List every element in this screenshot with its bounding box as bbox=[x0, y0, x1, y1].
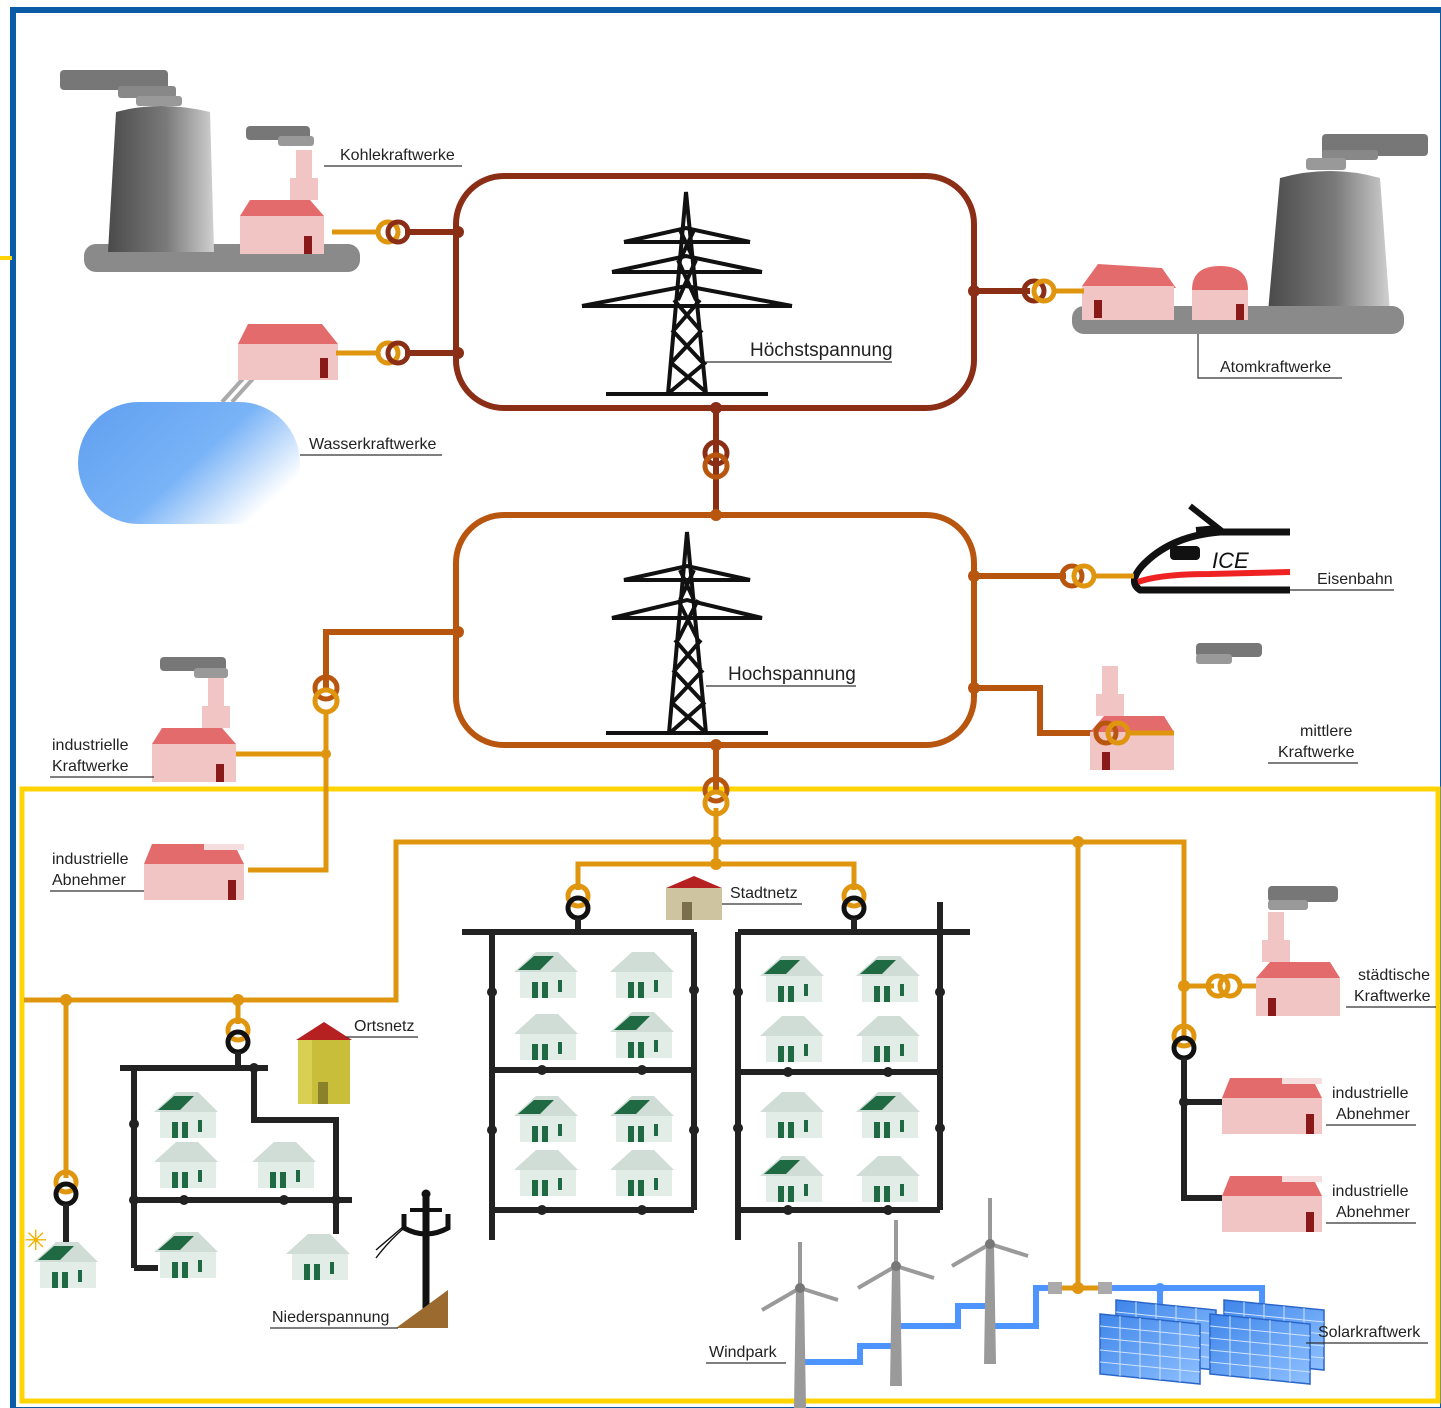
transformer-mid-plant bbox=[1093, 720, 1174, 746]
city-power-plant bbox=[1256, 886, 1340, 1016]
label-ind-abnehmer-2: Abnehmer bbox=[52, 872, 126, 889]
label-kohlekraftwerke: Kohlekraftwerke bbox=[340, 147, 455, 164]
label-windpark: Windpark bbox=[709, 1344, 778, 1361]
label-ind-kraftwerke-2: Kraftwerke bbox=[52, 758, 129, 775]
label-ice: ICE bbox=[1212, 548, 1249, 573]
transformer-ortsnetz bbox=[225, 1017, 251, 1055]
wind-turbine-icon bbox=[760, 1196, 1030, 1408]
transformer-city-right bbox=[841, 883, 867, 921]
label-ind-abnehmer-r2-2: Abnehmer bbox=[1336, 1204, 1410, 1221]
label-mittlere-2: Kraftwerke bbox=[1278, 744, 1355, 761]
label-ind-abnehmer-1: industrielle bbox=[52, 851, 129, 868]
ortsnetz-substation-icon bbox=[296, 1022, 352, 1104]
industrial-consumer-right-1 bbox=[1222, 1078, 1322, 1134]
label-atomkraftwerke: Atomkraftwerke bbox=[1220, 359, 1331, 376]
label-staedtische-2: Kraftwerke bbox=[1354, 988, 1431, 1005]
label-niederspannung: Niederspannung bbox=[272, 1309, 389, 1326]
label-solarkraftwerk: Solarkraftwerk bbox=[1318, 1324, 1421, 1341]
transformer-city-left bbox=[565, 883, 591, 921]
label-staedtische-1: städtische bbox=[1358, 967, 1430, 984]
label-ind-abnehmer-r1-1: industrielle bbox=[1332, 1085, 1409, 1102]
mv-junctions bbox=[60, 836, 1190, 1294]
mid-power-plant bbox=[1090, 643, 1262, 770]
city-lv-grid-left bbox=[462, 918, 697, 1240]
high-voltage-loop bbox=[323, 509, 1100, 790]
transformer-hydro bbox=[336, 340, 411, 366]
transformer-industrial-right bbox=[1171, 1023, 1222, 1201]
village-lv-nodes bbox=[129, 1063, 341, 1205]
city-lv-right-nodes bbox=[733, 987, 945, 1215]
industrial-power-plant bbox=[152, 657, 236, 782]
label-hochspannung: Hochspannung bbox=[728, 664, 856, 685]
renewable-connectors bbox=[1048, 1282, 1165, 1294]
transformer-industrial-plant bbox=[236, 674, 340, 873]
transformer-railway bbox=[1059, 563, 1134, 589]
label-ind-abnehmer-r2-1: industrielle bbox=[1332, 1183, 1409, 1200]
label-stadtnetz: Stadtnetz bbox=[730, 885, 798, 902]
utility-pole-icon bbox=[375, 1189, 451, 1328]
label-mittlere-1: mittlere bbox=[1300, 723, 1353, 740]
sun-icon: ✳ bbox=[24, 1224, 47, 1257]
city-houses-right bbox=[760, 956, 920, 1202]
train-ice-icon: ICE bbox=[1131, 503, 1291, 594]
transformer-hoechst-hoch bbox=[702, 439, 730, 480]
village-lv-grid bbox=[120, 1052, 352, 1271]
stadtnetz-substation-icon bbox=[666, 876, 722, 920]
hydro-plant-group bbox=[78, 324, 338, 524]
outer-frame bbox=[10, 7, 1441, 1408]
label-eisenbahn: Eisenbahn bbox=[1317, 571, 1393, 588]
label-ind-abnehmer-r1-2: Abnehmer bbox=[1336, 1106, 1410, 1123]
nuclear-plant-group bbox=[1072, 134, 1428, 334]
transformer-nuclear bbox=[1021, 278, 1084, 304]
label-wasserkraftwerke: Wasserkraftwerke bbox=[309, 436, 437, 453]
transformer-farm bbox=[53, 1169, 79, 1244]
local-grid-frame bbox=[0, 256, 1441, 1404]
city-lv-grid-right bbox=[735, 902, 970, 1240]
city-houses-left bbox=[514, 952, 674, 1196]
label-ind-kraftwerke-1: industrielle bbox=[52, 737, 129, 754]
industrial-consumer-left bbox=[144, 844, 244, 900]
transformer-hoch-mittel bbox=[702, 776, 730, 817]
transformer-coal bbox=[332, 219, 411, 245]
city-lv-left-nodes bbox=[487, 985, 699, 1215]
coal-plant-group bbox=[60, 70, 360, 272]
label-ortsnetz: Ortsnetz bbox=[354, 1018, 414, 1035]
solar-panel-icon bbox=[1099, 1299, 1325, 1385]
label-hoechstspannung: Höchstspannung bbox=[750, 340, 893, 361]
pylon-high-icon bbox=[606, 531, 768, 735]
industrial-consumer-right-2 bbox=[1222, 1176, 1322, 1232]
transformer-city-plant bbox=[1205, 973, 1243, 999]
pylon-extra-high-icon bbox=[581, 191, 793, 396]
